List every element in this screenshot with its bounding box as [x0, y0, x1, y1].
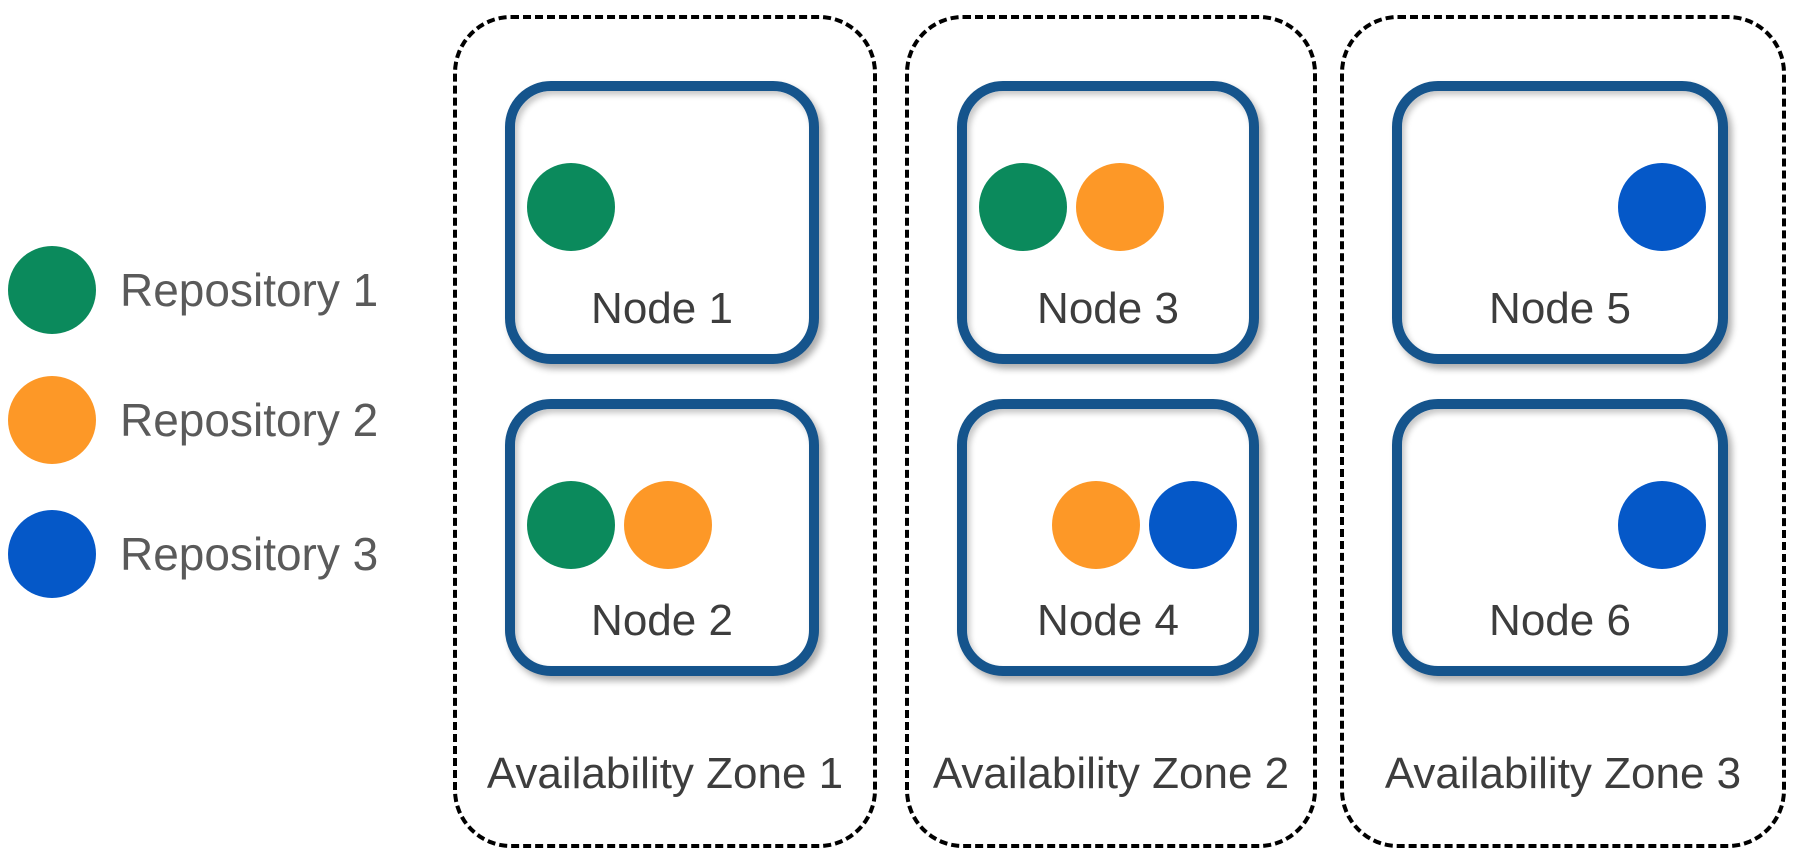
node-3-box: Node 3: [957, 81, 1259, 364]
legend-item-repository-2: Repository 2: [8, 376, 378, 464]
node-label: Node 2: [591, 596, 733, 645]
legend-item-repository-3: Repository 3: [8, 510, 378, 598]
node-label: Node 6: [1489, 596, 1631, 645]
legend-label: Repository 2: [120, 394, 379, 446]
node-1-box: Node 1: [505, 81, 819, 364]
repository-1-dot: [527, 481, 615, 569]
repository-3-dot: [1618, 163, 1706, 251]
repository-3-circle-icon: [8, 510, 96, 598]
zone-label: Availability Zone 3: [1384, 749, 1742, 798]
repository-1-circle-icon: [8, 246, 96, 334]
node-2-repositories: [527, 481, 797, 569]
node-4-repositories: [979, 481, 1237, 569]
node-5-box: Node 5: [1392, 81, 1728, 364]
node-3-repositories: [979, 163, 1237, 251]
availability-zone-2: Node 3 Node 4 Availability Zone 2: [905, 15, 1317, 848]
node-6-box: Node 6: [1392, 399, 1728, 676]
availability-zone-1: Node 1 Node 2 Availability Zone 1: [453, 15, 877, 848]
node-label: Node 3: [1037, 284, 1179, 333]
zone-label: Availability Zone 2: [932, 749, 1290, 798]
repository-2-dot: [1052, 481, 1140, 569]
node-4-box: Node 4: [957, 399, 1259, 676]
node-label: Node 5: [1489, 284, 1631, 333]
availability-zone-3: Node 5 Node 6 Availability Zone 3: [1340, 15, 1786, 848]
repository-1-dot: [527, 163, 615, 251]
legend-label: Repository 3: [120, 528, 379, 580]
node-5-repositories: [1414, 163, 1706, 251]
repository-2-circle-icon: [8, 376, 96, 464]
repository-1-dot: [979, 163, 1067, 251]
legend-label: Repository 1: [120, 264, 379, 316]
node-label: Node 4: [1037, 596, 1179, 645]
repository-3-dot: [1618, 481, 1706, 569]
node-1-repositories: [527, 163, 797, 251]
repository-3-dot: [1149, 481, 1237, 569]
legend-item-repository-1: Repository 1: [8, 246, 378, 334]
repository-2-dot: [1076, 163, 1164, 251]
zone-label: Availability Zone 1: [486, 749, 844, 798]
repository-2-dot: [624, 481, 712, 569]
node-2-box: Node 2: [505, 399, 819, 676]
node-6-repositories: [1414, 481, 1706, 569]
node-label: Node 1: [591, 284, 733, 333]
